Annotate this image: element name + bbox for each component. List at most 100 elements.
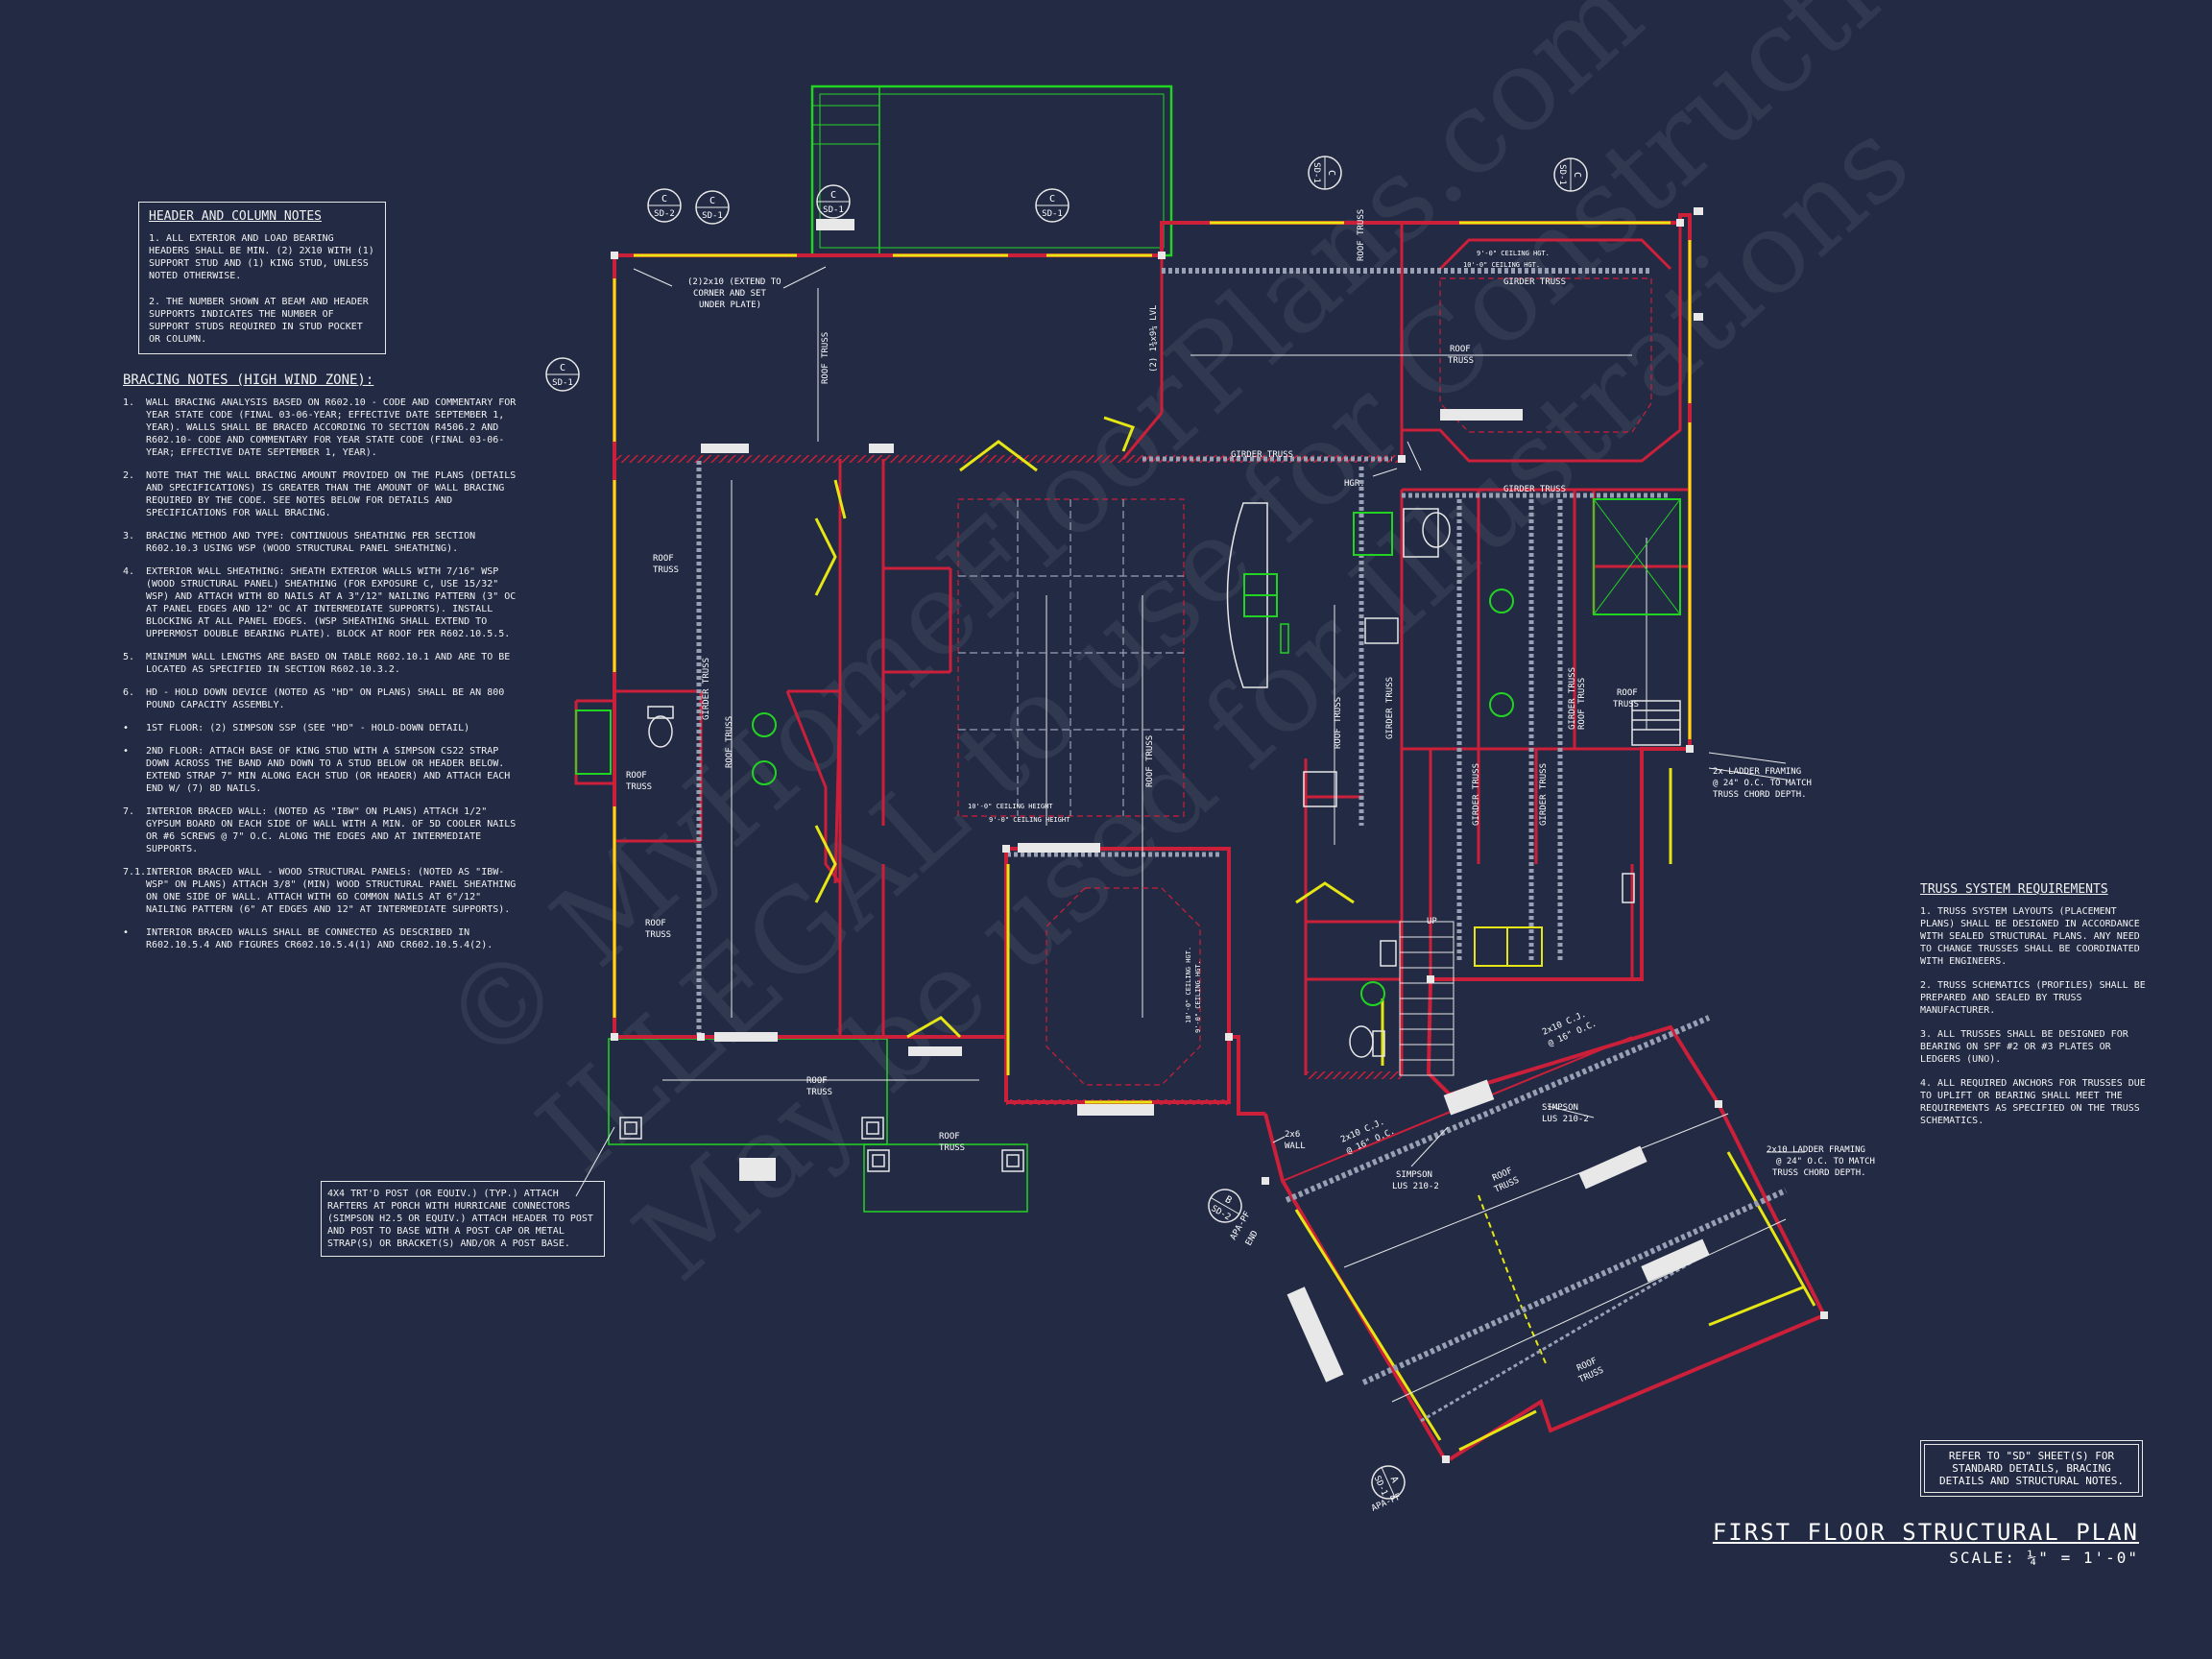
label-girder-truss-2: GIRDER TRUSS <box>1231 450 1293 460</box>
section-tag: CSD-1 <box>695 190 730 225</box>
section-tag-letter: A <box>1388 1475 1401 1484</box>
label-lus-1: LUS 210-2 <box>1542 1115 1589 1124</box>
label-apa-pf-2: APA-PF <box>1370 1492 1403 1513</box>
truss-req-2: 2. TRUSS SCHEMATICS (PROFILES) SHALL BE … <box>1920 980 2146 1016</box>
header-note-1: 1. ALL EXTERIOR AND LOAD BEARING HEADERS… <box>149 233 374 281</box>
drawing-title: FIRST FLOOR STRUCTURAL PLAN <box>1712 1519 2139 1546</box>
truss-lines <box>696 268 1788 1423</box>
drawing-scale: SCALE: ¼" = 1'-0" <box>1949 1549 2139 1567</box>
section-tag-letter: C <box>1572 172 1582 178</box>
label-simpson-1: SIMPSON <box>1542 1103 1578 1113</box>
bracing-note-item: • INTERIOR BRACED WALLS SHALL BE CONNECTE… <box>123 926 518 951</box>
bracing-note-number: 1. <box>123 397 135 408</box>
label-vert-roof-truss-5: ROOF TRUSS <box>1357 209 1366 261</box>
label-roof-truss-1: ROOF <box>653 554 674 564</box>
bracing-note-text: 1ST FLOOR: (2) SIMPSON SSP (SEE "HD" - H… <box>146 723 470 733</box>
label-wall-2x6b: WALL <box>1285 1142 1306 1151</box>
label-vert-girder-4: GIRDER TRUSS <box>1539 763 1549 826</box>
section-tag-letter: C <box>1049 194 1055 204</box>
bracing-note-text: INTERIOR BRACED WALL - WOOD STRUCTURAL P… <box>146 867 517 915</box>
label-ladder-b1: 2x10 LADDER FRAMING <box>1767 1145 1865 1155</box>
label-roof-truss-7b: TRUSS <box>626 782 652 792</box>
section-tag: C SD-1 <box>1553 157 1588 192</box>
interior-walls <box>574 223 1690 1105</box>
section-tag-sheet: SD-2 <box>654 209 675 219</box>
section-tag-sheet: SD-1 <box>702 211 723 221</box>
section-tag-letter: C <box>560 363 565 373</box>
bracing-note-number: 3. <box>123 531 135 541</box>
label-vert-girder-5: GIRDER TRUSS <box>1568 667 1577 730</box>
header-column-notes: HEADER AND COLUMN NOTES 1. ALL EXTERIOR … <box>138 202 386 354</box>
bracing-note-number: • <box>123 927 130 938</box>
section-tag: C SD-1 <box>545 357 580 392</box>
label-roof-truss-4b: TRUSS <box>939 1143 965 1153</box>
label-vert-girder-3: GIRDER TRUSS <box>1472 763 1481 826</box>
section-tag-sheet: SD-1 <box>1557 164 1567 185</box>
label-ceiling-10: 10'-0" CEILING HEIGHT <box>968 803 1053 810</box>
exterior-walls <box>613 213 1827 1463</box>
label-roof-truss-3: ROOF <box>806 1076 828 1086</box>
sd-reference-note: REFER TO "SD" SHEET(S) FOR STANDARD DETA… <box>1920 1440 2143 1497</box>
section-tag-sheet: SD-1 <box>823 205 844 215</box>
bracing-note-text: WALL BRACING ANALYSIS BASED ON R602.10 -… <box>146 397 517 458</box>
label-ladder-b2: @ 24" O.C. TO MATCH <box>1776 1157 1875 1166</box>
truss-arrows <box>662 288 1787 1403</box>
bracing-note-item: 7.1.INTERIOR BRACED WALL - WOOD STRUCTUR… <box>123 866 518 916</box>
leader-lines <box>575 266 1805 1197</box>
header-note-2: 2. THE NUMBER SHOWN AT BEAM AND HEADER S… <box>149 297 369 345</box>
bracing-note-item: 4.EXTERIOR WALL SHEATHING: SHEATH EXTERI… <box>123 565 518 640</box>
label-roof-truss-5: ROOF <box>1450 345 1471 354</box>
bracing-note-item: • 1ST FLOOR: (2) SIMPSON SSP (SEE "HD" - … <box>123 722 518 734</box>
plan-labels: ROOF TRUSS ROOF TRUSS ROOF TRUSS ROOF TR… <box>626 209 1875 1514</box>
section-tag: CSD-1 <box>816 184 851 219</box>
bracing-note-text: HD - HOLD DOWN DEVICE (NOTED AS "HD" ON … <box>146 687 505 710</box>
truss-requirements: TRUSS SYSTEM REQUIREMENTS 1. TRUSS SYSTE… <box>1920 883 2147 1127</box>
label-girder-truss-3: GIRDER TRUSS <box>1503 485 1566 494</box>
section-tag: C SD-1 <box>1035 188 1070 223</box>
stairs <box>1399 921 1455 1076</box>
beam-headers <box>701 207 1710 1382</box>
label-roof-truss-6: ROOF <box>1617 688 1638 698</box>
label-ladder-a3: TRUSS CHORD DEPTH. <box>1713 790 1807 800</box>
label-hgr: HGR. <box>1344 479 1365 489</box>
bracing-note-number: • <box>123 723 130 733</box>
truss-req-4: 4. ALL REQUIRED ANCHORS FOR TRUSSES DUE … <box>1920 1078 2146 1126</box>
label-roof-truss-6b: TRUSS <box>1613 700 1639 709</box>
section-tag-letter: C <box>661 194 667 204</box>
bracing-note-item: 2. NOTE THAT THE WALL BRACING AMOUNT PROV… <box>123 469 518 519</box>
bracing-note-item: 5.MINIMUM WALL LENGTHS ARE BASED ON TABL… <box>123 651 518 676</box>
bracing-note-number: 2. <box>123 470 135 481</box>
bracing-notes: BRACING NOTES (HIGH WIND ZONE): 1.WALL B… <box>123 373 518 962</box>
section-tag-sheet: SD-2 <box>1210 1204 1233 1223</box>
bracing-note-text: INTERIOR BRACED WALLS SHALL BE CONNECTED… <box>146 927 493 950</box>
section-tag-sheet: SD-1 <box>1042 209 1063 219</box>
label-vert-girder-1: GIRDER TRUSS <box>702 658 711 720</box>
label-ladder-a1: 2x LADDER FRAMING <box>1713 767 1801 777</box>
label-ladder-b3: TRUSS CHORD DEPTH. <box>1772 1168 1866 1178</box>
label-ceiling-9: 9'-0" CEILING HEIGHT <box>989 816 1070 824</box>
bracing-note-item: 1. WALL BRACING ANALYSIS BASED ON R602.10… <box>123 397 518 459</box>
label-end: END <box>1244 1229 1261 1247</box>
truss-req-1: 1. TRUSS SYSTEM LAYOUTS (PLACEMENT PLANS… <box>1920 906 2140 967</box>
section-tag: C SD-1 <box>1308 156 1342 190</box>
label-ladder-a2: @ 24" O.C. TO MATCH <box>1713 779 1812 788</box>
label-up: UP <box>1427 917 1437 926</box>
section-tag-sheet: SD-1 <box>1311 162 1321 183</box>
bracing-notes-list: 1. WALL BRACING ANALYSIS BASED ON R602.10… <box>123 397 518 951</box>
section-tag-sheet: SD-1 <box>552 378 573 388</box>
label-roof-truss-3b: TRUSS <box>806 1088 832 1097</box>
bracing-note-number: 4. <box>123 566 135 577</box>
label-vert-girder-2: GIRDER TRUSS <box>1385 677 1395 739</box>
label-header-2x10-a: (2)2x10 (EXTEND TO <box>687 277 781 287</box>
bracing-note-text: NOTE THAT THE WALL BRACING AMOUNT PROVID… <box>146 470 517 518</box>
section-tag-letter: C <box>1326 170 1336 176</box>
bracing-note-number: 7. <box>123 806 135 817</box>
label-wall-2x6: 2x6 <box>1285 1130 1300 1140</box>
fixtures <box>575 498 1681 1058</box>
label-vert-roof-truss-3: ROOF TRUSS <box>1145 735 1155 787</box>
section-tag-letter: B <box>1223 1194 1234 1207</box>
label-roof-truss-7: ROOF <box>626 771 647 781</box>
bracing-note-number: • <box>123 746 130 757</box>
label-vert-roof-truss-2: ROOF TRUSS <box>725 716 734 768</box>
